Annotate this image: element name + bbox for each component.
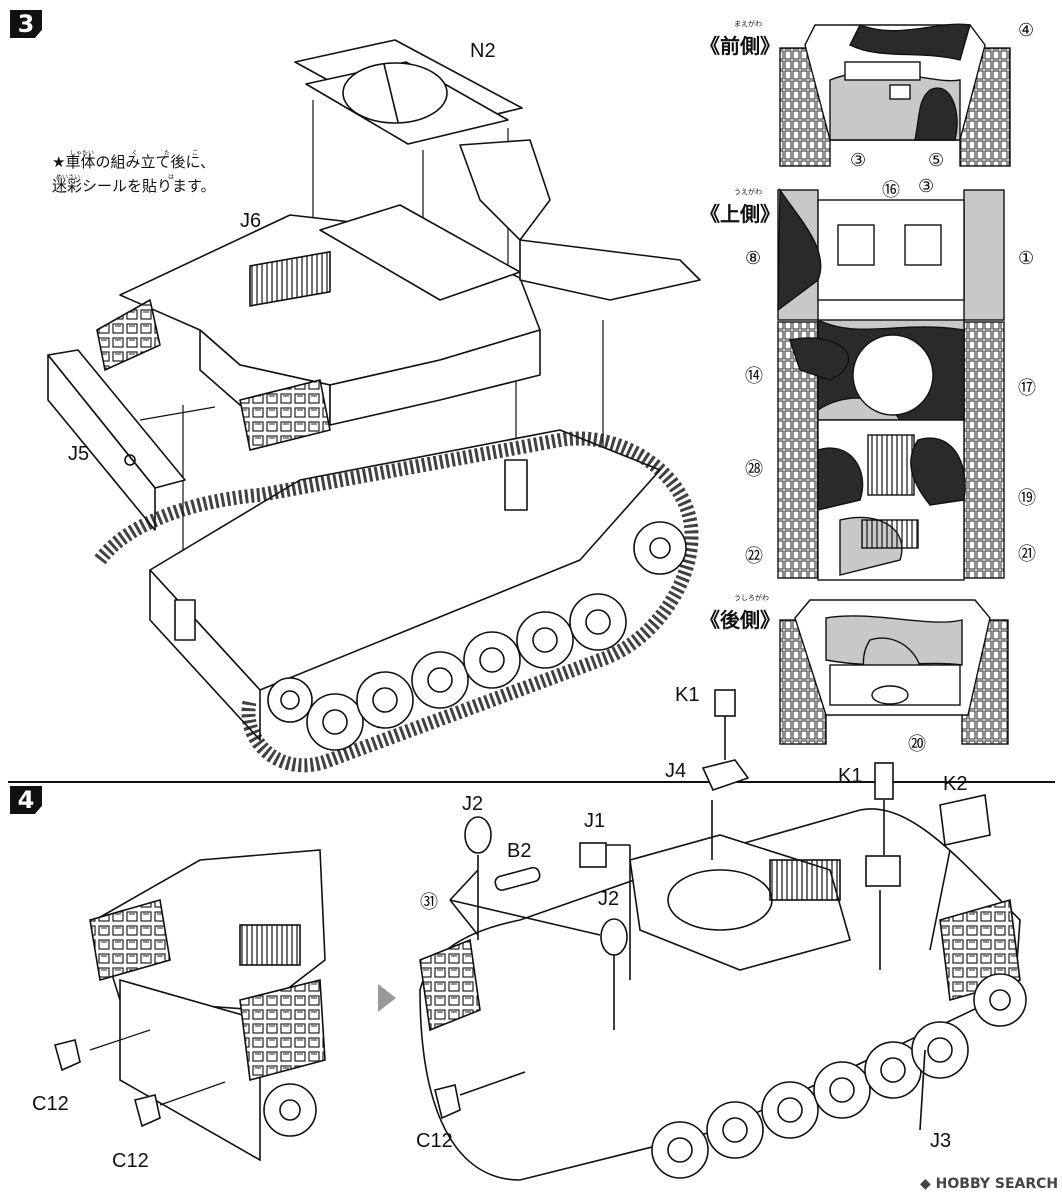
c12-part-right	[434, 1071, 526, 1120]
k1-part-a	[714, 689, 736, 760]
part-label-k1: K1	[838, 765, 863, 787]
view-title-text: 《前側》	[700, 34, 780, 58]
part-label-j2: J2	[598, 888, 620, 910]
rear-view-title: 《後側》 うしろがわ	[700, 594, 780, 633]
part-j6-upper-hull	[96, 139, 701, 451]
watermark-text: HOBBY SEARCH	[935, 1176, 1059, 1192]
part-label-j1: J1	[584, 810, 606, 832]
part-j5-rear-plate	[47, 349, 186, 531]
decal-number: ④	[1018, 20, 1035, 41]
part-label-c12: C12	[32, 1093, 69, 1115]
k2-part	[929, 794, 991, 951]
step3-drawing	[47, 39, 701, 773]
furigana: く	[132, 150, 139, 157]
decal-number: ⑧	[745, 248, 762, 269]
decal-number: ③	[850, 150, 867, 171]
part-label-b2: B2	[507, 840, 532, 862]
furigana: は	[168, 174, 175, 181]
part-label-k2: K2	[943, 773, 968, 795]
k1-socket	[865, 855, 901, 970]
road-wheels-step4	[651, 973, 1027, 1179]
furigana: た	[164, 150, 171, 157]
furigana: うしろがわ	[734, 594, 769, 602]
decal-number: ⑲	[1018, 488, 1036, 509]
furigana: しゃたい	[70, 150, 95, 157]
view-title-text: 《後側》	[700, 608, 780, 632]
decal-number: ㉒	[745, 546, 763, 567]
decal-number: ⑯	[882, 180, 900, 201]
decal-number: ⑭	[745, 366, 763, 387]
assembly-note: ★車体の組み立て後に、 迷彩シールを貼ります。 しゃたい く た ご めいさい …	[52, 150, 216, 198]
step4-drawing-left	[54, 849, 326, 1162]
part-label-k1: K1	[675, 684, 700, 706]
step4-arrow-marker	[378, 984, 396, 1012]
step-number-badge: 3	[10, 10, 42, 38]
part-label-j4: J4	[665, 760, 687, 782]
step4-drawing-right	[419, 689, 1027, 1181]
top-view-drawing	[777, 187, 1005, 581]
decal-number: ⑳	[908, 734, 926, 755]
top-view-title: 《上側》 うえがわ	[700, 188, 780, 227]
decal-number: ①	[1018, 248, 1035, 269]
decal-number: ⑰	[1018, 378, 1036, 399]
rear-view-drawing	[779, 599, 1009, 745]
furigana: めいさい	[56, 174, 81, 181]
j2-part-b	[600, 918, 628, 1030]
note-line: 迷彩シールを貼ります。	[52, 177, 216, 195]
j4-part	[701, 759, 750, 860]
part-label-j2: J2	[462, 793, 484, 815]
note-line: ★車体の組み立て後に、	[52, 153, 215, 171]
part-label-j6: J6	[240, 210, 262, 232]
decal-number: ③	[918, 176, 935, 197]
decal-number: ⑤	[928, 150, 945, 171]
decal-number: ㉑	[1018, 544, 1036, 565]
furigana: うえがわ	[734, 188, 762, 196]
hobby-search-logo-icon: ◆	[920, 1176, 931, 1192]
k1-part-b	[874, 762, 894, 855]
part-label-c12: C12	[416, 1130, 453, 1152]
watermark: ◆ HOBBY SEARCH	[920, 1176, 1058, 1192]
b2-part	[494, 866, 541, 891]
part-n2-plate	[294, 39, 523, 145]
furigana: ご	[192, 150, 199, 157]
road-wheels-step3	[267, 521, 687, 751]
part-label-n2: N2	[470, 40, 496, 62]
step-number-badge: 4	[10, 786, 42, 814]
decal-number: ㉛	[420, 892, 438, 913]
part-label-c12: C12	[112, 1150, 149, 1172]
front-view-title: 《前側》 まえがわ	[700, 20, 780, 59]
view-title-text: 《上側》	[700, 202, 780, 226]
decal-number: ㉘	[745, 459, 763, 480]
furigana: まえがわ	[734, 20, 762, 28]
j1-part	[579, 842, 631, 980]
front-view-drawing	[779, 23, 1011, 167]
part-label-j3: J3	[930, 1130, 952, 1152]
j2-part-a	[464, 816, 492, 940]
part-label-j5: J5	[68, 443, 90, 465]
